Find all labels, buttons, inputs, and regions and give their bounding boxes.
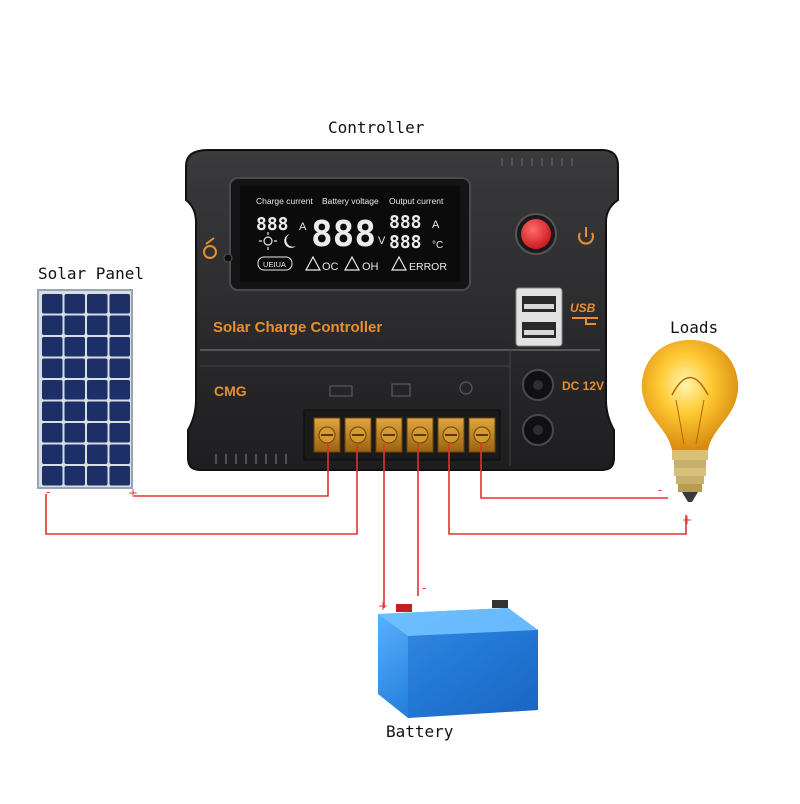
solar-cell (42, 294, 63, 314)
battery-minus-mark: - (422, 581, 426, 595)
temperature-digits: 888 (389, 232, 422, 253)
loads-label: Loads (670, 318, 719, 337)
lcd-logo: UEIUA (263, 260, 286, 269)
sun-icon (259, 232, 277, 250)
solar-plus-mark: + (128, 486, 138, 500)
wire-load-positive (448, 444, 687, 535)
usb-label: USB (570, 301, 596, 315)
light-bulb (641, 340, 739, 502)
battery-label: Battery (386, 722, 454, 741)
unit-celsius: °C (432, 240, 443, 251)
error-label: ERROR (409, 261, 447, 273)
overheat-label: OH (362, 261, 379, 273)
solar-cell (87, 466, 108, 486)
solar-minus-mark: - (46, 485, 50, 499)
solar-panel (37, 289, 133, 489)
terminal-screw[interactable] (313, 417, 341, 453)
solar-panel-label: Solar Panel (38, 264, 144, 283)
solar-cell (64, 444, 85, 464)
terminal-screw[interactable] (406, 417, 434, 453)
terminal-screw[interactable] (437, 417, 465, 453)
warning-icon (390, 255, 408, 271)
load-plus-mark: + (682, 513, 692, 527)
usb-ports[interactable] (515, 287, 563, 347)
wiring (45, 444, 687, 608)
solar-cell (42, 315, 63, 335)
solar-cell (42, 466, 63, 486)
solar-cell (64, 337, 85, 357)
solar-cell (87, 337, 108, 357)
wire-solar-negative (45, 444, 358, 535)
solar-cell (42, 337, 63, 357)
unit-a-output: A (432, 219, 440, 231)
solar-cell (64, 380, 85, 400)
solar-cell (87, 358, 108, 378)
solar-cell (42, 358, 63, 378)
battery-plus-mark: + (378, 599, 388, 613)
solar-cell (42, 444, 63, 464)
solar-cell (109, 423, 130, 443)
battery-voltage-digits: 888 (311, 214, 376, 255)
output-current-label: Output current (389, 196, 444, 206)
solar-cell (64, 423, 85, 443)
solar-cell (64, 466, 85, 486)
solar-cell (109, 294, 130, 314)
solar-cell (64, 401, 85, 421)
solar-cell (87, 423, 108, 443)
solar-cell (64, 294, 85, 314)
controller-device: Charge current Battery voltage Output cu… (185, 149, 619, 471)
moon-icon (284, 234, 296, 248)
solar-cell (87, 444, 108, 464)
warning-icon (343, 255, 361, 271)
overcurrent-label: OC (322, 261, 339, 273)
solar-cell (109, 401, 130, 421)
controller-label: Controller (328, 118, 425, 137)
solar-cell (87, 401, 108, 421)
solar-cell (42, 401, 63, 421)
solar-cell (42, 380, 63, 400)
power-icon (578, 227, 594, 245)
usb-icon (572, 317, 598, 325)
load-minus-mark: - (658, 483, 662, 497)
unit-v: V (378, 235, 386, 247)
terminal-screw[interactable] (375, 417, 403, 453)
solar-cell (109, 358, 130, 378)
power-button[interactable] (521, 219, 551, 249)
solar-cell (87, 294, 108, 314)
wire-solar-positive (134, 444, 329, 497)
terminal-screw[interactable] (344, 417, 372, 453)
controller-title: Solar Charge Controller (213, 319, 382, 336)
thermometer-icon (203, 237, 233, 263)
brand-label: CMG (214, 383, 247, 399)
solar-cell (87, 315, 108, 335)
charge-current-digits: 888 (256, 214, 289, 235)
terminal-icons (329, 381, 473, 397)
solar-cell (109, 315, 130, 335)
solar-cell (109, 466, 130, 486)
warning-icon (304, 255, 322, 271)
battery-voltage-label: Battery voltage (322, 196, 379, 206)
dc-label: DC 12V (562, 379, 604, 393)
output-current-digits: 888 (389, 212, 422, 233)
battery (378, 600, 538, 718)
solar-cell (109, 444, 130, 464)
unit-a-charge: A (299, 221, 307, 233)
wire-load-negative (480, 444, 668, 499)
charge-current-label: Charge current (256, 196, 313, 206)
solar-cell (64, 358, 85, 378)
solar-cell (109, 337, 130, 357)
terminal-screw[interactable] (468, 417, 496, 453)
solar-cell (109, 380, 130, 400)
solar-cell (87, 380, 108, 400)
solar-cell (42, 423, 63, 443)
solar-cell (64, 315, 85, 335)
